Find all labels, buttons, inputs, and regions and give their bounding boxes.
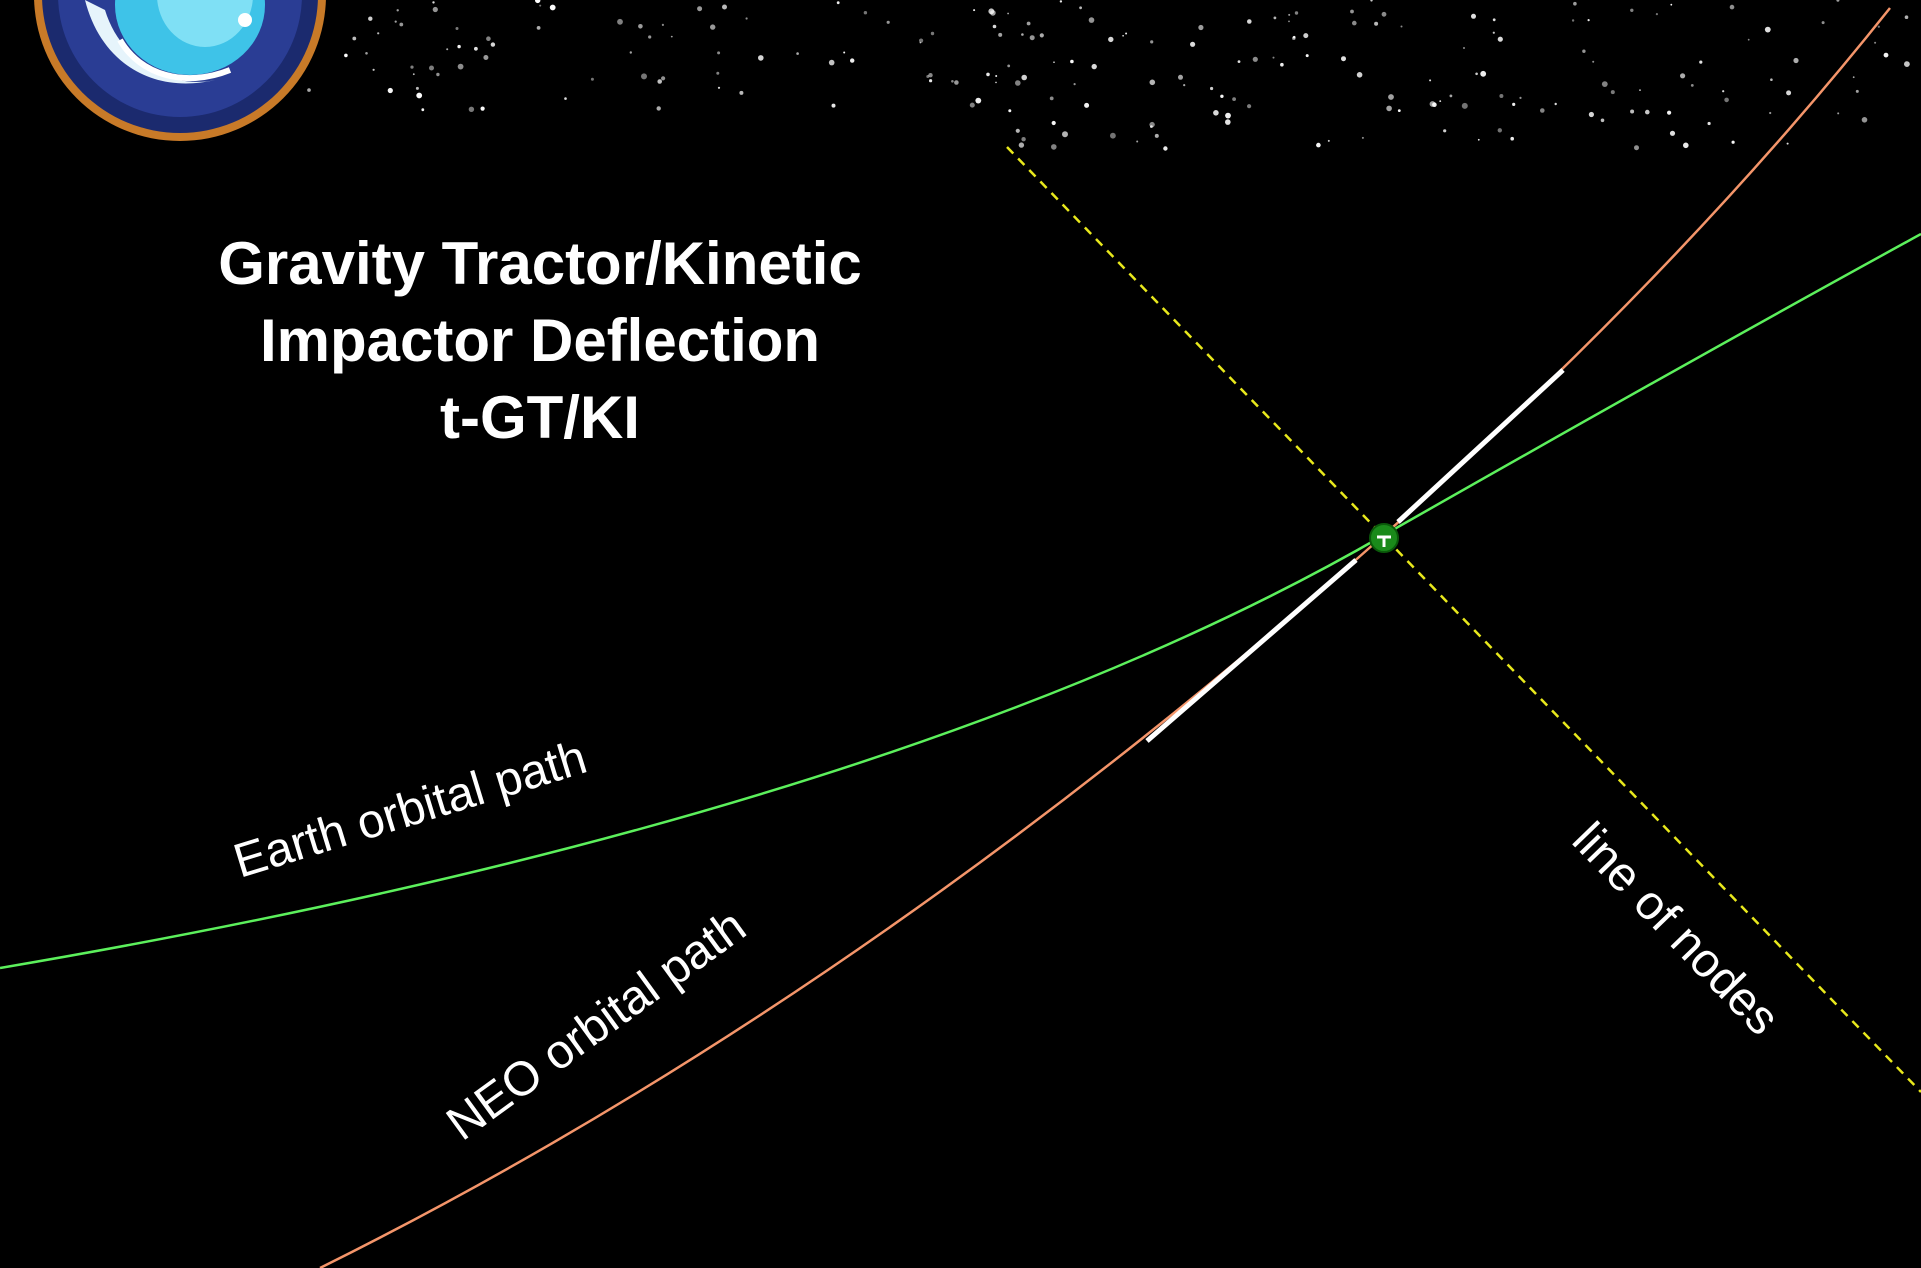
line-of-nodes-label: line of nodes: [1562, 813, 1789, 1046]
title-line-3: t-GT/KI: [440, 384, 640, 451]
earth-icon: [1369, 523, 1399, 553]
neo-orbital-path-label: NEO orbital path: [437, 899, 755, 1150]
title-line-2: Impactor Deflection: [259, 307, 821, 374]
earth-orbital-path-line: [0, 232, 1921, 970]
starfield-background: [258, 0, 1910, 151]
mission-emblem-logo: [34, 0, 326, 141]
diagram-title: Gravity Tractor/Kinetic Impactor Deflect…: [140, 225, 940, 456]
earth-orbital-path-label: Earth orbital path: [228, 731, 593, 889]
deflection-segment: [1145, 368, 1565, 743]
title-line-1: Gravity Tractor/Kinetic: [218, 230, 862, 297]
line-of-nodes-line: [1006, 146, 1921, 1093]
